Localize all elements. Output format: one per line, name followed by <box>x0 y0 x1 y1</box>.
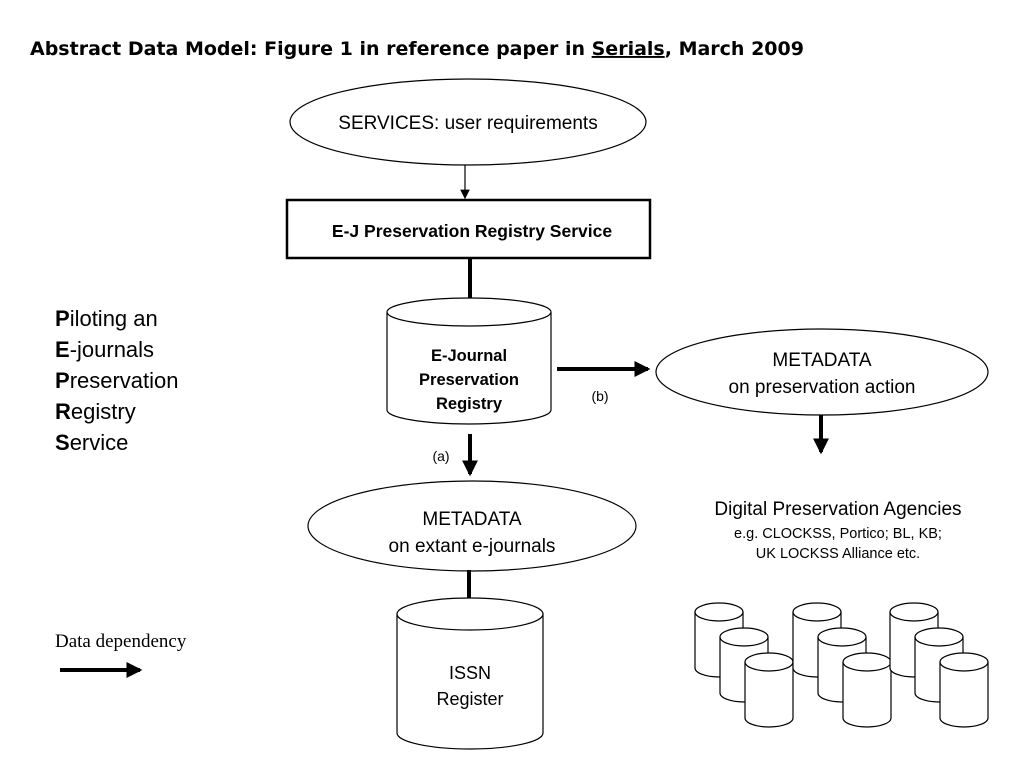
acronym-line-5: Service <box>55 430 128 455</box>
registry-label-line-2: Preservation <box>419 371 519 389</box>
metadata-action-node: METADATA on preservation action <box>655 328 989 416</box>
agencies-heading: Digital Preservation Agencies <box>714 499 961 520</box>
peprs-acronym: Piloting an E-journals Preservation Regi… <box>55 306 179 455</box>
metadata-extant-line-2: on extant e-journals <box>389 536 556 557</box>
issn-register-cylinder: ISSN Register <box>396 597 544 750</box>
issn-label-line-2: Register <box>436 689 503 709</box>
legend-label: Data dependency <box>55 631 187 652</box>
edge-label-a: (a) <box>432 448 449 464</box>
agencies-line-1: e.g. CLOCKSS, Portico; BL, KB; <box>734 526 942 542</box>
acronym-line-2: E-journals <box>55 337 154 362</box>
issn-label-line-1: ISSN <box>449 663 491 683</box>
edge-label-b: (b) <box>591 388 608 404</box>
registry-label-line-1: E-Journal <box>431 347 507 365</box>
agencies-line-2: UK LOCKSS Alliance etc. <box>756 546 920 562</box>
services-label: SERVICES: user requirements <box>338 113 597 134</box>
agency-cylinders-cluster <box>694 602 989 728</box>
agency-cylinder-3 <box>744 652 794 728</box>
page-title: Abstract Data Model: Figure 1 in referen… <box>30 38 804 60</box>
ejournal-registry-cylinder: E-Journal Preservation Registry <box>386 297 552 425</box>
registry-service-node: E-J Preservation Registry Service <box>285 198 652 260</box>
agency-cylinder-9 <box>939 652 989 728</box>
acronym-line-3: Preservation <box>55 368 179 393</box>
registry-service-label: E-J Preservation Registry Service <box>332 221 612 241</box>
metadata-extant-node: METADATA on extant e-journals <box>307 480 637 572</box>
metadata-action-line-1: METADATA <box>772 350 872 371</box>
acronym-line-1: Piloting an <box>55 306 158 331</box>
legend: Data dependency <box>55 631 187 678</box>
acronym-line-4: Registry <box>55 399 136 424</box>
agency-cylinder-6 <box>842 652 892 728</box>
metadata-action-line-2: on preservation action <box>729 377 916 398</box>
metadata-extant-line-1: METADATA <box>422 509 522 530</box>
services-node: SERVICES: user requirements <box>289 78 647 166</box>
agencies-node: Digital Preservation Agencies e.g. CLOCK… <box>714 499 961 562</box>
registry-label-line-3: Registry <box>436 395 503 413</box>
